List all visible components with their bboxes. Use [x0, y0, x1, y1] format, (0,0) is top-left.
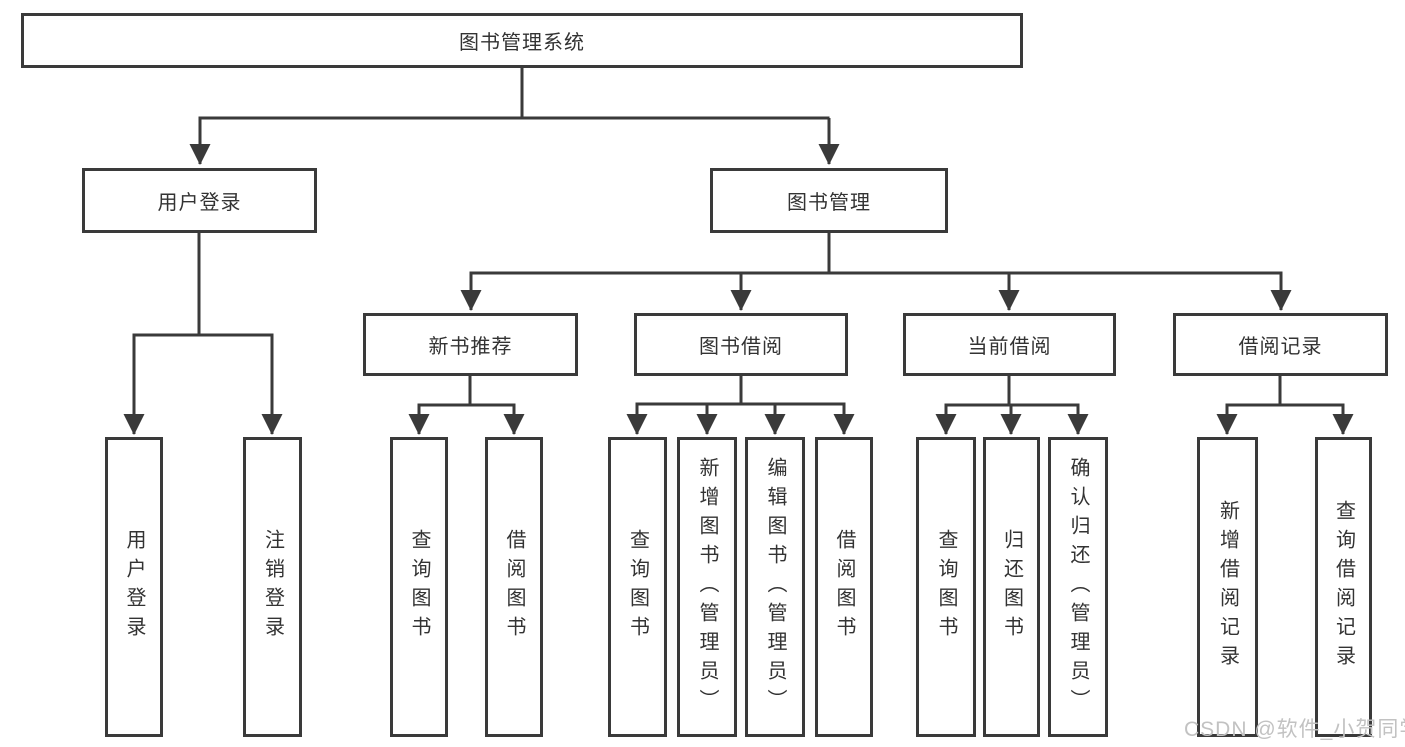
leaf-logout: 注销登录 [243, 437, 302, 737]
node-current-borrow: 当前借阅 [903, 313, 1116, 376]
leaf-edit-book-admin: 编辑图书（管理员） [745, 437, 805, 737]
leaf-query-book-recommend: 查询图书 [390, 437, 448, 737]
leaf-query-book-borrow: 查询图书 [608, 437, 667, 737]
leaf-query-book-current: 查询图书 [916, 437, 976, 737]
node-borrow-records: 借阅记录 [1173, 313, 1388, 376]
leaf-borrow-book-recommend: 借阅图书 [485, 437, 543, 737]
leaf-add-book-admin: 新增图书（管理员） [677, 437, 737, 737]
leaf-add-borrow-record: 新增借阅记录 [1197, 437, 1258, 737]
node-book-borrow: 图书借阅 [634, 313, 848, 376]
node-new-book-recommend: 新书推荐 [363, 313, 578, 376]
leaf-borrow-book: 借阅图书 [815, 437, 873, 737]
node-user-login: 用户登录 [82, 168, 317, 233]
csdn-watermark: CSDN @软件_小贺同学 [1184, 718, 1405, 741]
leaf-confirm-return-admin: 确认归还（管理员） [1048, 437, 1108, 737]
leaf-query-borrow-record: 查询借阅记录 [1315, 437, 1372, 737]
leaf-return-book: 归还图书 [983, 437, 1040, 737]
node-root-library-system: 图书管理系统 [21, 13, 1023, 68]
leaf-user-login: 用户登录 [105, 437, 163, 737]
node-book-management: 图书管理 [710, 168, 948, 233]
